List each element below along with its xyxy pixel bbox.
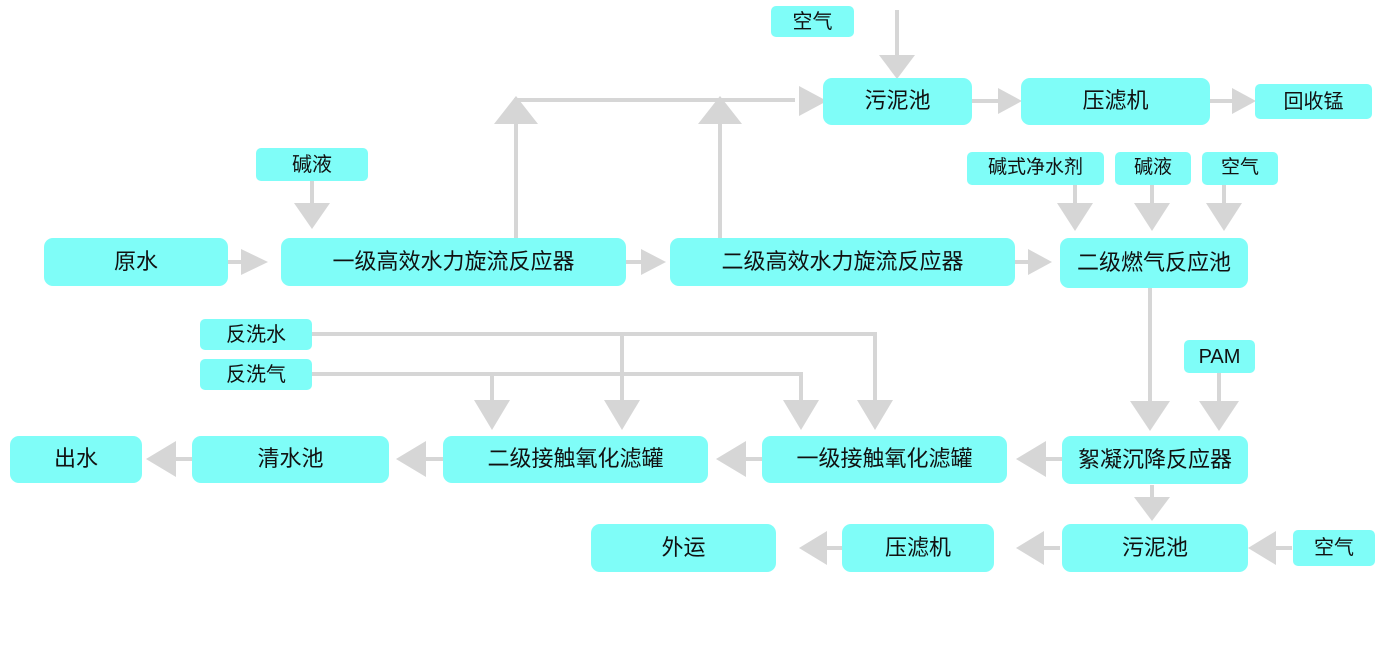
node-contact-oxidation-filter-2-label: 二级接触氧化滤罐	[487, 446, 664, 472]
arrowhead-down-backwash-air-filter2	[474, 400, 510, 430]
node-alkali-2[interactable]: 碱液	[1115, 152, 1191, 185]
node-hydro-cyclone-2-label: 二级高效水力旋流反应器	[721, 248, 964, 274]
node-hydro-cyclone-1[interactable]: 一级高效水力旋流反应器	[281, 238, 626, 286]
arrowhead-down-backwash-water-filter2	[604, 400, 640, 430]
arrowhead-down-air2	[1206, 203, 1242, 231]
arrowhead-down-alkali1	[294, 203, 330, 229]
node-backwash-air[interactable]: 反洗气	[200, 359, 312, 390]
node-gas-reactor-2-label: 二级燃气反应池	[1076, 249, 1231, 275]
node-sludge-pool-top-label: 污泥池	[864, 88, 931, 114]
node-sludge-pool-bottom-label: 污泥池	[1121, 534, 1188, 560]
node-recover-mn-label: 回收锰	[1283, 90, 1344, 113]
arrowhead-up-hydro1-riser	[494, 96, 538, 124]
edge-backwash-air-trunk	[312, 372, 803, 403]
arrowhead-left-sludge-to-press-bottom	[1016, 531, 1044, 565]
node-effluent[interactable]: 出水	[10, 436, 142, 483]
node-alkali-1[interactable]: 碱液	[256, 148, 368, 181]
arrowhead-down-air-top	[879, 55, 915, 79]
node-raw-water[interactable]: 原水	[44, 238, 228, 286]
node-contact-oxidation-filter-2[interactable]: 二级接触氧化滤罐	[443, 436, 708, 483]
arrowhead-right-press-to-recover	[1232, 88, 1256, 114]
node-raw-water-label: 原水	[113, 248, 158, 274]
node-floc-settling-reactor-label: 絮凝沉降反应器	[1077, 446, 1232, 472]
arrowhead-down-pam	[1199, 401, 1239, 431]
arrowhead-down-backwash-water-filter1	[857, 400, 893, 430]
node-air-bottom[interactable]: 空气	[1293, 530, 1375, 566]
arrowhead-right-sludge-to-press	[998, 88, 1022, 114]
arrowhead-left-pool-to-effluent	[146, 441, 176, 477]
arrowheads	[146, 55, 1276, 565]
node-recover-mn[interactable]: 回收锰	[1255, 84, 1372, 119]
node-air-bottom-label: 空气	[1314, 537, 1354, 559]
node-alkali-1-label: 碱液	[292, 153, 332, 176]
arrowhead-down-backwash-air-filter1	[783, 400, 819, 430]
node-backwash-water-label: 反洗水	[226, 323, 286, 346]
node-basic-purifier[interactable]: 碱式净水剂	[967, 152, 1104, 185]
arrowhead-down-alkali2	[1134, 203, 1170, 231]
node-air-2[interactable]: 空气	[1202, 152, 1278, 185]
node-backwash-air-label: 反洗气	[226, 363, 286, 386]
node-filter-press-bottom-label: 压滤机	[884, 534, 951, 560]
arrowhead-left-press-to-transport	[799, 531, 827, 565]
node-contact-oxidation-filter-1[interactable]: 一级接触氧化滤罐	[762, 436, 1007, 483]
arrowhead-left-floc-to-filter1	[1016, 441, 1046, 477]
arrowhead-down-floc-to-sludge	[1134, 497, 1170, 521]
arrowhead-left-air-to-sludge-bottom	[1248, 531, 1276, 565]
arrowhead-right-hydro1-to-hydro2	[641, 249, 666, 275]
node-filter-press-bottom[interactable]: 压滤机	[842, 524, 994, 572]
node-clear-water-pool[interactable]: 清水池	[192, 436, 389, 483]
node-contact-oxidation-filter-1-label: 一级接触氧化滤罐	[796, 446, 973, 472]
node-sludge-pool-top[interactable]: 污泥池	[823, 78, 972, 125]
node-floc-settling-reactor[interactable]: 絮凝沉降反应器	[1062, 436, 1248, 484]
node-hydro-cyclone-2[interactable]: 二级高效水力旋流反应器	[670, 238, 1015, 286]
node-air-top[interactable]: 空气	[771, 6, 854, 37]
arrowhead-up-hydro2-riser	[698, 96, 742, 124]
node-air-top-label: 空气	[792, 10, 833, 33]
node-clear-water-pool-label: 清水池	[257, 446, 324, 472]
node-alkali-2-label: 碱液	[1133, 157, 1172, 179]
edge-backwash-water-trunk	[312, 332, 877, 403]
arrowhead-down-basic-purifier	[1057, 203, 1093, 231]
node-pam-label: PAM	[1198, 345, 1241, 368]
arrowhead-down-gas-reactor	[1130, 401, 1170, 431]
node-basic-purifier-label: 碱式净水剂	[987, 157, 1083, 179]
arrowhead-right-raw-to-hydro1	[241, 249, 268, 275]
node-hydro-cyclone-1-label: 一级高效水力旋流反应器	[332, 248, 575, 274]
arrowhead-left-filter1-to-filter2	[716, 441, 746, 477]
node-air-2-label: 空气	[1220, 157, 1259, 179]
arrowhead-right-hydro2-to-gas	[1028, 249, 1052, 275]
node-gas-reactor-2[interactable]: 二级燃气反应池	[1060, 238, 1248, 288]
node-effluent-label: 出水	[53, 446, 98, 472]
arrowhead-left-filter2-to-pool	[396, 441, 426, 477]
node-transport-out[interactable]: 外运	[591, 524, 776, 572]
node-sludge-pool-bottom[interactable]: 污泥池	[1062, 524, 1248, 572]
node-filter-press-top[interactable]: 压滤机	[1021, 78, 1210, 125]
node-pam[interactable]: PAM	[1184, 340, 1255, 373]
node-filter-press-top-label: 压滤机	[1082, 88, 1149, 114]
node-transport-out-label: 外运	[661, 534, 706, 560]
node-backwash-water[interactable]: 反洗水	[200, 319, 312, 350]
